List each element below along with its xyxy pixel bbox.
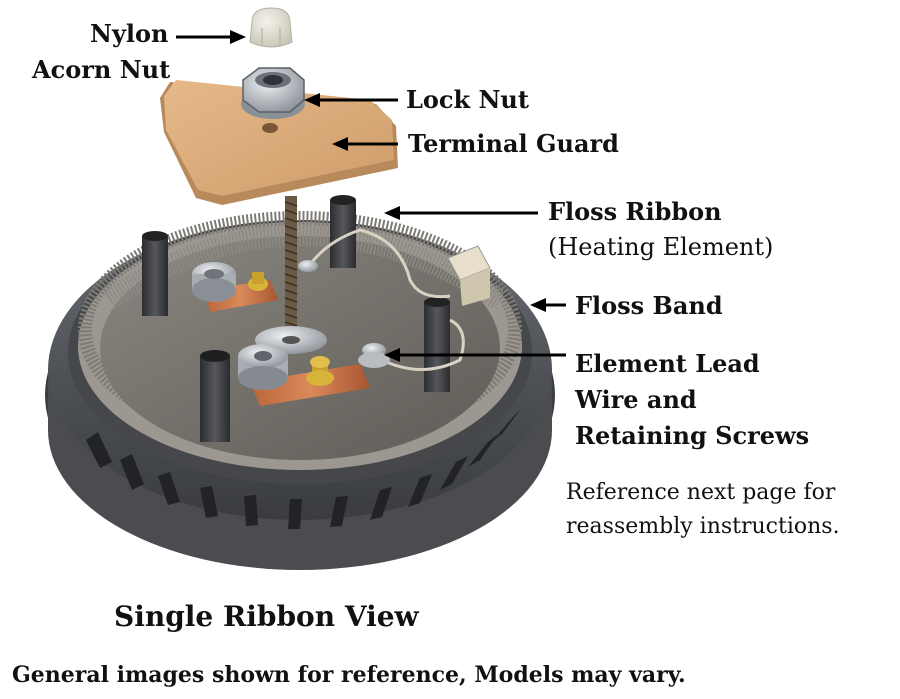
arrow-terminal-guard bbox=[332, 137, 398, 151]
label-element-lead-line3: Retaining Screws bbox=[575, 421, 810, 450]
back-terminal-strap bbox=[192, 260, 318, 312]
label-nylon-acorn-nut-line1: Nylon bbox=[90, 19, 169, 48]
front-terminal-strap bbox=[238, 343, 390, 406]
arrow-acorn-nut bbox=[176, 30, 246, 44]
label-terminal-guard: Terminal Guard bbox=[408, 129, 619, 158]
lock-nut bbox=[241, 67, 305, 119]
arrow-element-lead bbox=[384, 348, 566, 362]
label-floss-ribbon-sub: (Heating Element) bbox=[548, 233, 774, 261]
band-slots bbox=[86, 410, 520, 529]
label-element-lead-line2: Wire and bbox=[575, 385, 697, 414]
nylon-acorn-nut bbox=[249, 7, 293, 48]
terminal-guard bbox=[160, 80, 398, 205]
arrow-floss-band bbox=[530, 298, 566, 312]
disclaimer-text: General images shown for reference, Mode… bbox=[12, 662, 686, 688]
note-line1: Reference next page for bbox=[566, 480, 836, 505]
lead-wires bbox=[310, 228, 465, 371]
label-nylon-acorn-nut-line2: Acorn Nut bbox=[32, 55, 171, 84]
label-element-lead-line1: Element Lead bbox=[575, 349, 760, 378]
terminal-block bbox=[447, 245, 491, 306]
callout-arrows bbox=[176, 30, 566, 362]
arrow-lock-nut bbox=[304, 93, 398, 107]
arrow-floss-ribbon bbox=[384, 206, 538, 220]
label-lock-nut: Lock Nut bbox=[406, 85, 529, 114]
label-floss-ribbon: Floss Ribbon bbox=[548, 197, 722, 226]
front-posts bbox=[200, 350, 230, 442]
figure-title: Single Ribbon View bbox=[114, 600, 419, 633]
note-line2: reassembly instructions. bbox=[566, 514, 840, 539]
label-floss-band: Floss Band bbox=[575, 291, 723, 320]
